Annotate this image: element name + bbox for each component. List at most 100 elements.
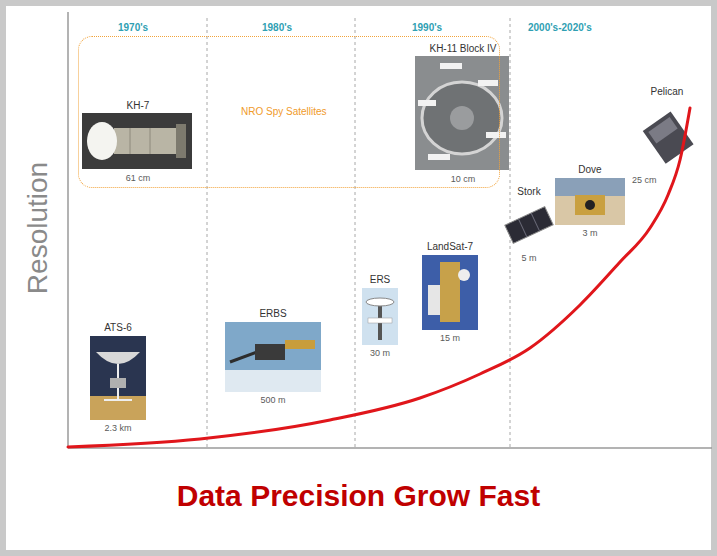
kh11-image-part <box>428 154 450 160</box>
resolution-value: 61 cm <box>126 172 151 184</box>
kh7-image-part <box>176 124 186 158</box>
erbs-image-part <box>255 344 285 360</box>
kh7-image-part <box>150 128 151 154</box>
resolution-value: 2.3 km <box>104 422 131 434</box>
landsat7-image <box>422 255 478 330</box>
axis-title: Resolution <box>22 162 54 294</box>
satellite-name: Stork <box>517 186 540 198</box>
satellite-card: Dove 3 m <box>555 164 625 239</box>
resolution-value: 500 m <box>260 394 285 406</box>
erbs-image-part <box>225 370 321 392</box>
pelican-image-part-part <box>648 117 677 143</box>
satellite-name: ERS <box>370 274 391 286</box>
satellite-card: Stork 5 m <box>502 186 556 264</box>
image-slot <box>225 322 321 392</box>
satellite-card: ERBS 500 m <box>225 308 321 406</box>
resolution-value: 3 m <box>582 227 597 239</box>
satellite-card: KH-11 Block IV 10 cm <box>416 43 510 185</box>
landsat7-image-part <box>422 255 478 330</box>
caption: Data Precision Grow Fast <box>0 478 717 514</box>
kh7-image-part <box>82 113 192 169</box>
erbs-image-part <box>230 352 257 362</box>
satellite-card: KH-7 61 cm <box>83 100 193 184</box>
era-divider <box>207 18 510 447</box>
ers-image-part <box>368 318 392 323</box>
resolution-value: 30 m <box>370 347 390 359</box>
resolution-value: 10 cm <box>451 173 476 185</box>
axis-line-part <box>67 12 69 448</box>
satellite-name: Dove <box>578 164 601 176</box>
era-label: 2000's-2020's <box>528 22 592 34</box>
satellite-name: ATS-6 <box>104 322 132 334</box>
satellite-card: ERS 30 m <box>362 274 398 359</box>
era-divider-part <box>207 18 208 447</box>
image-slot <box>642 100 692 172</box>
region-label: NRO Spy Satellites <box>241 106 327 118</box>
ats6-image-part <box>110 378 126 388</box>
era-label: 1970's <box>118 22 148 34</box>
ers-image-part <box>362 288 398 345</box>
erbs-image <box>225 322 321 392</box>
stork-image-part-part <box>518 219 526 237</box>
satellite-name: Pelican <box>651 86 684 98</box>
ats6-image-part <box>104 399 132 401</box>
image-slot <box>362 288 398 345</box>
kh11-image-part <box>415 56 509 170</box>
kh11-image-part <box>440 63 462 69</box>
dove-image <box>555 178 625 225</box>
kh11-image-part <box>450 106 474 130</box>
frame-part <box>6 6 711 550</box>
image-slot <box>502 200 556 250</box>
ats6-image-part <box>90 396 146 420</box>
resolution-value: 5 m <box>521 252 536 264</box>
stork-image-part-part <box>531 213 539 231</box>
kh11-image-part <box>486 132 506 138</box>
satellite-name: KH-7 <box>127 100 150 112</box>
image-slot <box>416 57 510 171</box>
satellite-card: ATS-6 2.3 km <box>90 322 146 434</box>
image-slot <box>83 114 193 170</box>
ers-image-part <box>366 298 394 306</box>
growth-curve <box>68 108 690 447</box>
erbs-image-part <box>225 322 321 392</box>
era-label: 1990's <box>412 22 442 34</box>
ats6-image-part <box>90 336 146 420</box>
growth-curve <box>68 108 690 447</box>
image-slot <box>555 178 625 225</box>
ers-image <box>362 288 398 345</box>
image-slot <box>90 336 146 420</box>
dove-image-part <box>555 178 625 196</box>
era-label: 1980's <box>262 22 292 34</box>
satellite-name: LandSat-7 <box>427 241 473 253</box>
resolution-value: 15 m <box>440 332 460 344</box>
dove-image-part <box>555 178 625 225</box>
kh7-image-part <box>130 128 131 154</box>
image-slot <box>422 255 478 330</box>
dove-image-part <box>585 200 595 210</box>
kh11-image-part <box>478 80 498 86</box>
axis-line-part <box>68 447 712 449</box>
era-divider-part <box>355 18 356 447</box>
ats6-image-part <box>96 352 140 364</box>
kh7-image <box>82 113 192 169</box>
landsat7-image-part <box>440 262 460 322</box>
erbs-image-part <box>285 340 315 349</box>
group-region: NRO Spy Satellites KH-7 61 cm KH-11 Block I… <box>78 36 500 188</box>
kh11-image-part <box>418 100 436 106</box>
dove-image-part <box>575 195 605 215</box>
kh7-image-part <box>87 122 117 160</box>
ats6-image <box>90 336 146 420</box>
kh7-image-part <box>114 128 176 154</box>
satellite-name: ERBS <box>259 308 286 320</box>
kh11-image-part <box>422 82 502 154</box>
landsat7-image-part <box>428 285 440 315</box>
satellite-card: LandSat-7 15 m <box>422 241 478 344</box>
stork-image <box>505 207 553 244</box>
stork-image-part <box>505 207 553 244</box>
satellite-name: KH-11 Block IV <box>429 43 496 55</box>
